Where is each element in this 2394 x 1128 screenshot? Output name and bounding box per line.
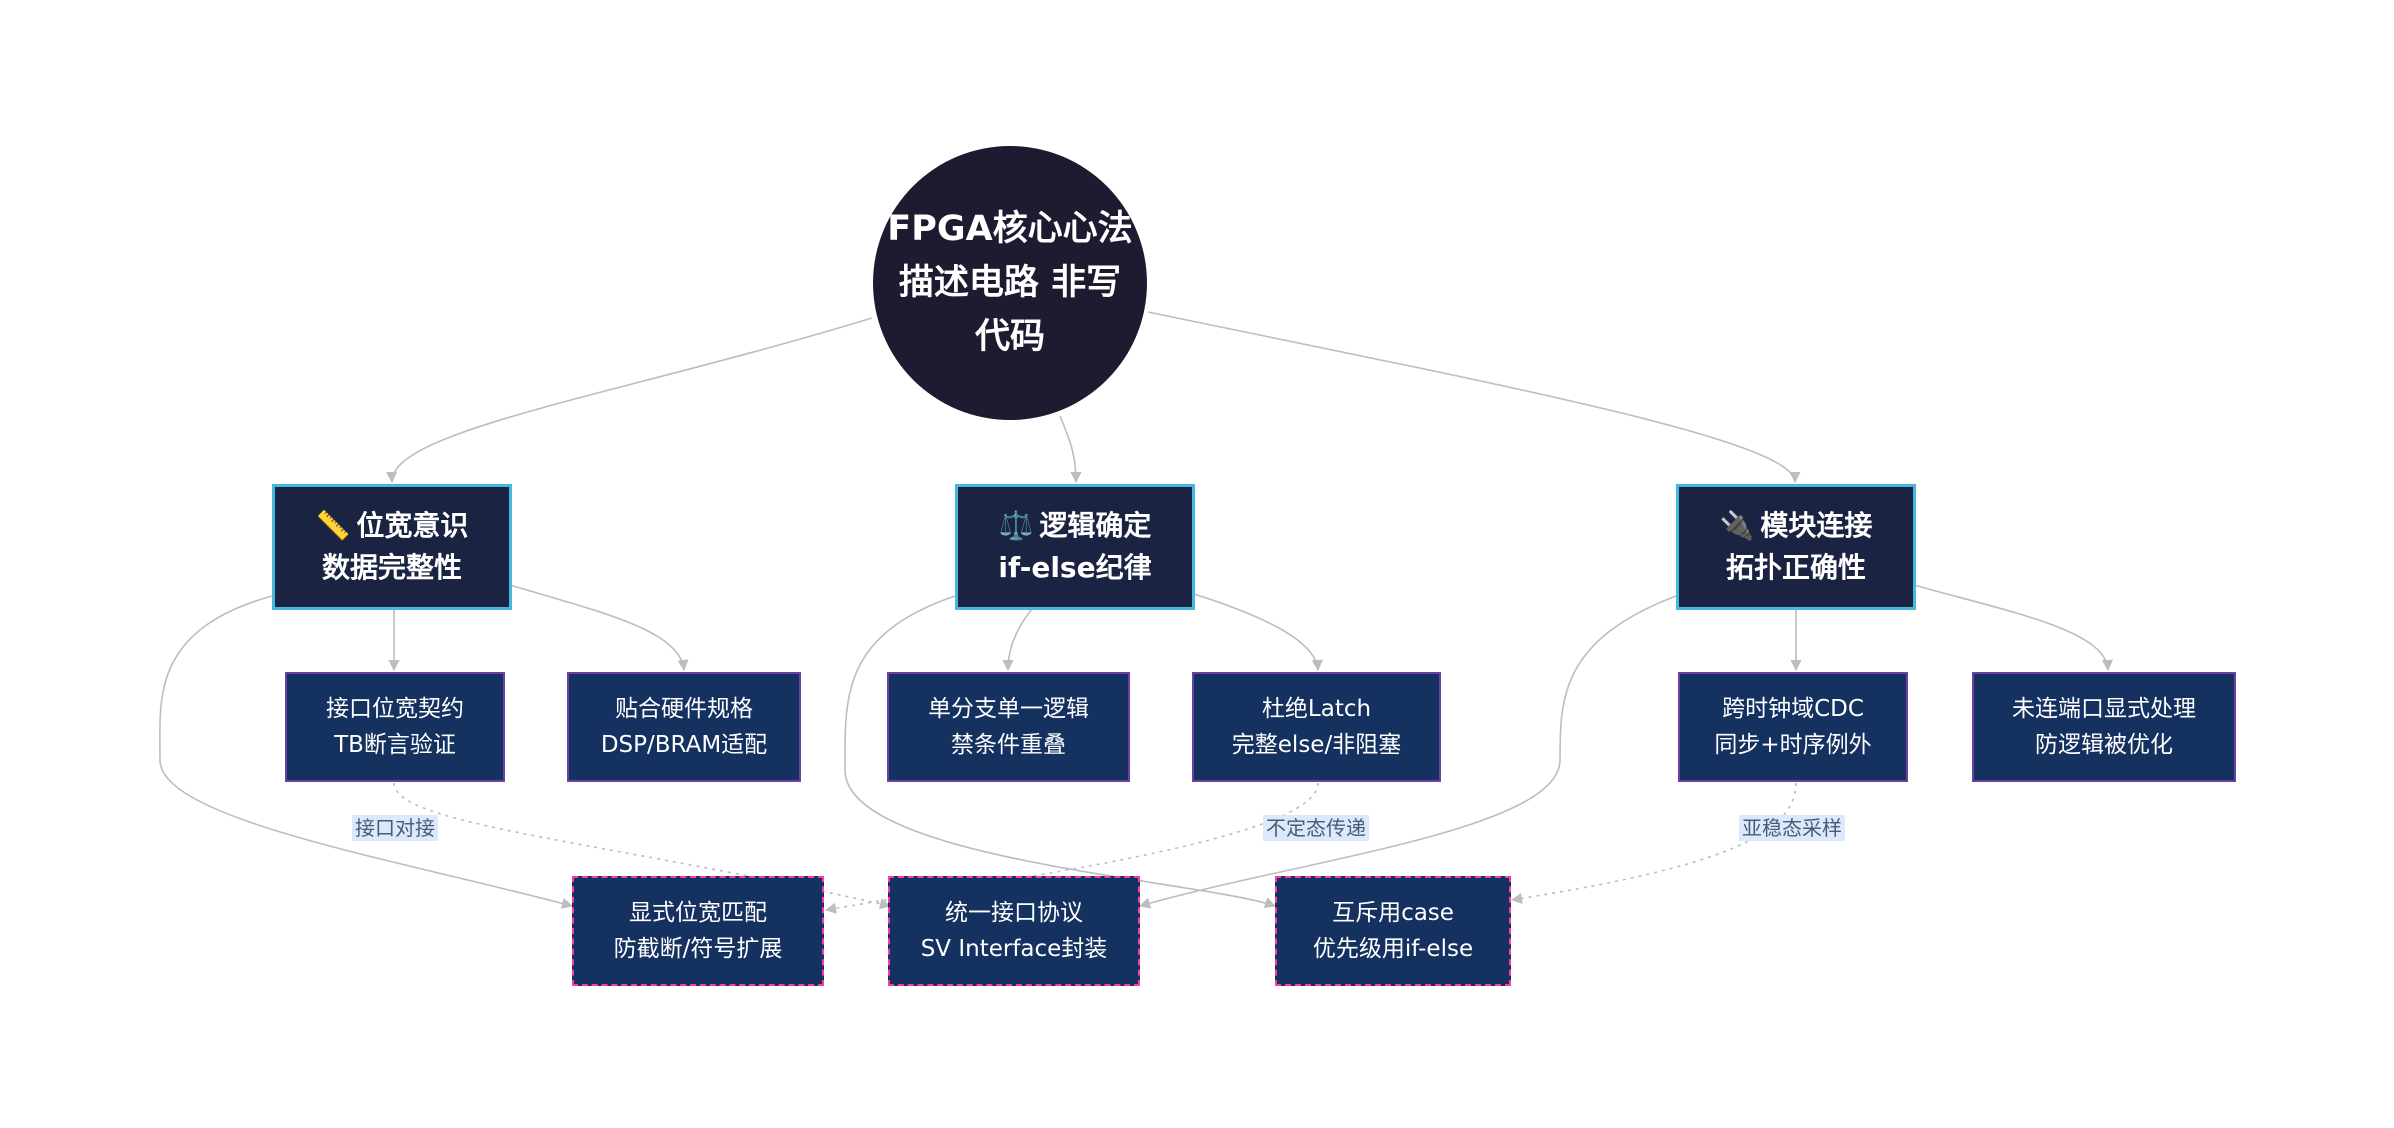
scales-icon: ⚖️ — [998, 509, 1034, 542]
leaf-line-2: 同步+时序例外 — [1714, 732, 1872, 758]
leaf-cdc: 跨时钟域CDC 同步+时序例外 — [1678, 672, 1908, 782]
category-bitwidth: 📏位宽意识 数据完整性 — [272, 484, 512, 610]
edge-root-bitwidth — [386, 317, 873, 484]
leaf-line-1: 未连端口显式处理 — [2012, 696, 2196, 722]
edge-label-metastable: 亚稳态采样 — [1739, 815, 1845, 841]
root-line-1: FPGA核心心法 — [887, 209, 1133, 249]
edge-logic-latch — [1193, 593, 1323, 672]
category-title: 模块连接 — [1760, 509, 1873, 542]
root-node: FPGA核心心法 描述电路 非写 代码 — [873, 146, 1147, 420]
cross-line-1: 统一接口协议 — [945, 900, 1083, 926]
edge-logic-mutex — [844, 595, 1277, 909]
leaf-line-2: 禁条件重叠 — [951, 732, 1066, 758]
cross-unified-protocol: 统一接口协议 SV Interface封装 — [888, 876, 1140, 986]
edge-bitwidth-explicit — [159, 595, 574, 909]
leaf-no-latch: 杜绝Latch 完整else/非阻塞 — [1192, 672, 1441, 782]
leaf-line-1: 杜绝Latch — [1261, 696, 1372, 722]
leaf-line-2: 完整else/非阻塞 — [1231, 732, 1402, 758]
leaf-line-2: DSP/BRAM适配 — [600, 732, 768, 758]
category-title: 位宽意识 — [356, 509, 469, 542]
edge-root-module — [1147, 311, 1801, 484]
edge-dashed-interface — [393, 782, 892, 910]
edge-label-undefined-state: 不定态传递 — [1263, 815, 1369, 841]
cross-line-2: 防截断/符号扩展 — [613, 936, 783, 962]
cross-mutex-case: 互斥用case 优先级用if-else — [1275, 876, 1511, 986]
plug-icon: 🔌 — [1719, 509, 1755, 542]
leaf-single-branch: 单分支单一逻辑 禁条件重叠 — [887, 672, 1130, 782]
cross-explicit-width: 显式位宽匹配 防截断/符号扩展 — [572, 876, 824, 986]
leaf-line-1: 贴合硬件规格 — [615, 696, 753, 722]
root-line-3: 代码 — [974, 317, 1045, 357]
leaf-line-1: 跨时钟域CDC — [1722, 696, 1864, 722]
category-title: 逻辑确定 — [1039, 509, 1152, 542]
edge-module-unconnected — [1913, 584, 2114, 672]
category-subtitle: if-else纪律 — [998, 551, 1152, 584]
edge-label-interface: 接口对接 — [352, 815, 438, 841]
leaf-line-1: 单分支单一逻辑 — [928, 696, 1089, 722]
leaf-line-2: TB断言验证 — [334, 732, 456, 758]
ruler-icon: 📏 — [315, 509, 351, 542]
edge-root-logic — [1059, 415, 1082, 484]
cross-line-2: 优先级用if-else — [1312, 936, 1474, 962]
leaf-interface-contract: 接口位宽契约 TB断言验证 — [285, 672, 505, 782]
cross-line-1: 互斥用case — [1332, 900, 1454, 926]
edge-dashed-undefined — [824, 782, 1319, 914]
leaf-unconnected-port: 未连端口显式处理 防逻辑被优化 — [1972, 672, 2236, 782]
category-logic: ⚖️逻辑确定 if-else纪律 — [955, 484, 1195, 610]
edge-dashed-metastable — [1510, 782, 1797, 904]
edge-module-protocol — [1138, 595, 1677, 909]
leaf-line-1: 接口位宽契约 — [326, 696, 464, 722]
cross-line-2: SV Interface封装 — [920, 936, 1108, 962]
category-subtitle: 拓扑正确性 — [1725, 551, 1866, 584]
edge-bitwidth-hardware — [509, 584, 689, 672]
leaf-line-2: 防逻辑被优化 — [2035, 732, 2173, 758]
category-subtitle: 数据完整性 — [321, 551, 462, 584]
cross-line-1: 显式位宽匹配 — [629, 900, 767, 926]
category-module: 🔌模块连接 拓扑正确性 — [1676, 484, 1916, 610]
root-line-2: 描述电路 非写 — [898, 263, 1122, 303]
edge-logic-single — [1002, 608, 1033, 672]
leaf-hardware-spec: 贴合硬件规格 DSP/BRAM适配 — [567, 672, 801, 782]
